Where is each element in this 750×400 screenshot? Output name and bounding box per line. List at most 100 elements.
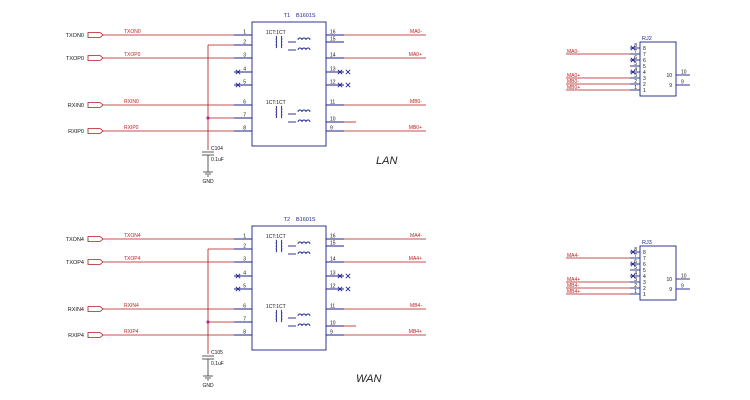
- transformer-part: B1601S: [296, 13, 316, 19]
- net-label: MA4+: [409, 256, 422, 262]
- capacitor-value: 0.1uF: [211, 157, 224, 163]
- connector-ref: RJ3: [642, 240, 652, 246]
- net-label: MB4+: [567, 289, 580, 295]
- junction-dot: [206, 116, 210, 120]
- no-connect-mark: [235, 69, 241, 75]
- transformer-winding: [280, 239, 283, 253]
- choke-winding: [297, 37, 311, 41]
- connector-ref: RJ2: [642, 36, 652, 42]
- pin-number: 4: [643, 70, 646, 76]
- pin-number: 8: [643, 250, 646, 256]
- pin-number: 8: [634, 247, 637, 253]
- pin-number: 1: [634, 289, 637, 295]
- rj45-connector-body: [639, 41, 677, 97]
- net-label: MB4-: [567, 283, 579, 289]
- net-label: MB4-: [410, 303, 422, 309]
- pin-number: 5: [643, 64, 646, 70]
- net-label: RXIN0: [124, 99, 139, 105]
- pin-number: 9: [681, 80, 684, 86]
- no-connect-mark: [235, 82, 241, 88]
- choke-winding: [297, 241, 311, 245]
- pin-number: 11: [330, 304, 335, 310]
- pin-number: 9: [330, 330, 333, 336]
- pin-number: 15: [330, 37, 336, 43]
- pin-number: 8: [634, 43, 637, 49]
- no-connect-mark: [235, 273, 241, 279]
- pin-number: 2: [634, 283, 637, 289]
- pin-number: 10: [330, 321, 336, 327]
- no-connect-stroke: [630, 261, 636, 267]
- no-connect-mark: [630, 45, 636, 51]
- port-name: RXIN4: [68, 307, 84, 313]
- pin-number: 4: [634, 271, 637, 277]
- junction-dot: [206, 320, 210, 324]
- no-connect-stroke: [630, 249, 636, 255]
- capacitor-ref: C104: [211, 146, 223, 152]
- transformer-ref: T2: [284, 217, 290, 223]
- transformer-winding: [275, 105, 278, 119]
- no-connect-mark: [337, 273, 343, 279]
- no-connect-mark: [630, 249, 636, 255]
- port-name: RXIN0: [68, 103, 84, 109]
- no-connect-mark: [345, 286, 351, 292]
- no-connect-mark: [235, 286, 241, 292]
- choke-winding: [297, 323, 311, 327]
- pin-number: 4: [243, 271, 246, 277]
- net-label: MA0+: [409, 52, 422, 58]
- pin-number: 7: [643, 256, 646, 262]
- pin-number: 1: [643, 88, 646, 94]
- pin-number: 9: [330, 126, 333, 132]
- transformer-ref: T1: [284, 13, 290, 19]
- net-label: TXON4: [124, 233, 141, 239]
- rj45-connector-body: [639, 245, 677, 301]
- no-connect-stroke: [345, 69, 351, 75]
- no-connect-stroke: [345, 286, 351, 292]
- transformer-part: B1601S: [296, 217, 316, 223]
- port-name: TXOP4: [66, 260, 84, 266]
- pin-number: 10: [681, 70, 687, 76]
- choke-winding: [297, 313, 311, 317]
- pin-number: 2: [634, 79, 637, 85]
- net-label: MB0+: [567, 85, 580, 91]
- ground-label: GND: [202, 383, 214, 389]
- choke-winding: [297, 109, 311, 113]
- net-label: MA0-: [410, 29, 422, 35]
- pin-number: 5: [634, 265, 637, 271]
- capacitor-ref: C105: [211, 350, 223, 356]
- choke-winding: [297, 251, 311, 255]
- pin-number: 12: [330, 284, 336, 290]
- pin-number: 10: [666, 277, 672, 283]
- no-connect-mark: [630, 57, 636, 63]
- port-arrow: [87, 32, 104, 38]
- pin-number: 15: [330, 241, 336, 247]
- pin-number: 3: [634, 277, 637, 283]
- no-connect-stroke: [337, 286, 343, 292]
- port-arrow: [87, 306, 104, 312]
- no-connect-stroke: [235, 69, 241, 75]
- pin-number: 13: [330, 271, 336, 277]
- no-connect-mark: [337, 286, 343, 292]
- no-connect-stroke: [337, 82, 343, 88]
- transformer-body: [251, 21, 327, 147]
- ground-label: GND: [202, 179, 214, 185]
- pin-number: 2: [243, 40, 246, 46]
- no-connect-mark: [337, 82, 343, 88]
- pin-number: 7: [643, 52, 646, 58]
- transformer-winding: [280, 309, 283, 323]
- pin-number: 1: [243, 234, 246, 240]
- no-connect-mark: [630, 273, 636, 279]
- net-label: MA4-: [410, 233, 422, 239]
- no-connect-stroke: [235, 286, 241, 292]
- port-arrow: [87, 236, 104, 242]
- port-arrow: [87, 102, 104, 108]
- net-label: TXON0: [124, 29, 141, 35]
- no-connect-mark: [345, 82, 351, 88]
- pin-number: 10: [666, 73, 672, 79]
- winding-ratio-label: 1CT:1CT: [266, 100, 286, 106]
- choke-winding: [297, 47, 311, 51]
- port-arrow: [87, 55, 104, 61]
- pin-number: 1: [634, 85, 637, 91]
- net-label: MB0+: [409, 125, 422, 131]
